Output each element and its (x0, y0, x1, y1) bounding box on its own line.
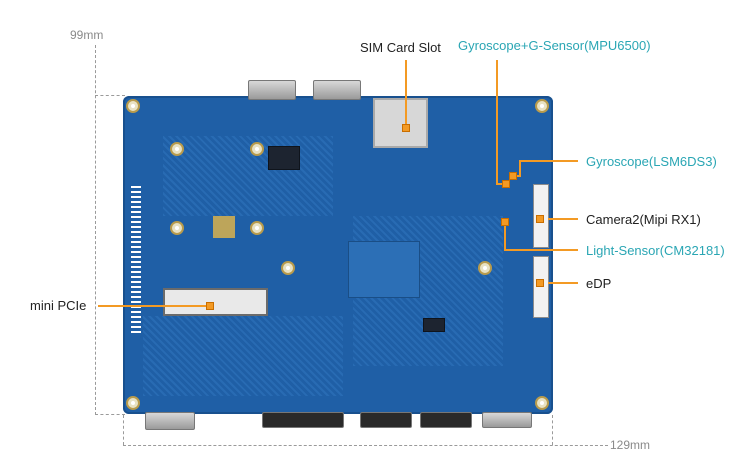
width-dimension-line (123, 445, 608, 446)
gyroscope-callout-line (513, 160, 578, 177)
gyro-gsensor-label: Gyroscope+G-Sensor(MPU6500) (458, 38, 651, 53)
mount-hole (126, 396, 140, 410)
sim-marker (402, 124, 410, 132)
mount-hole (535, 396, 549, 410)
soc-chip-area (348, 241, 420, 298)
trace-region (143, 316, 343, 396)
camera2-marker (536, 215, 544, 223)
width-dimension-left-tick (123, 415, 124, 445)
pcie-mount-hole (170, 221, 184, 235)
sim-card-slot-label: SIM Card Slot (360, 40, 441, 55)
gyroscope-marker (509, 172, 517, 180)
gyro-gsensor-callout-line (496, 60, 503, 185)
edp-connector (533, 256, 549, 318)
mount-hole (535, 99, 549, 113)
pcie-mount-hole (250, 142, 264, 156)
usb-port (248, 80, 296, 100)
sim-card-slot (373, 98, 428, 148)
light-sensor-callout-line (504, 222, 578, 251)
mini-pcie-label: mini PCIe (30, 298, 87, 313)
gpio-header (131, 186, 141, 336)
bottom-connector (262, 412, 344, 428)
height-dimension-label: 99mm (70, 28, 104, 42)
mini-pcie-marker (206, 302, 214, 310)
bottom-connector (482, 412, 532, 428)
light-sensor-marker (501, 218, 509, 226)
bottom-connector (420, 412, 472, 428)
pcie-mount-hole (250, 221, 264, 235)
chip (268, 146, 300, 170)
mini-pcie-slot (163, 288, 268, 316)
width-dimension-right-tick (552, 415, 553, 445)
height-dimension-top-tick (95, 95, 125, 96)
circuit-board (123, 96, 553, 414)
bottom-connector (360, 412, 412, 428)
gyro-gsensor-marker (502, 180, 510, 188)
height-dimension-bottom-tick (95, 414, 125, 415)
chip (423, 318, 445, 332)
gold-pad (213, 216, 235, 238)
camera2-label: Camera2(Mipi RX1) (586, 212, 701, 227)
pcie-mount-hole (170, 142, 184, 156)
width-dimension-label: 129mm (610, 438, 651, 452)
trace-region (163, 136, 333, 216)
height-dimension-line (95, 45, 96, 415)
mount-hole (126, 99, 140, 113)
gyroscope-label: Gyroscope(LSM6DS3) (586, 154, 717, 169)
light-sensor-label: Light-Sensor(CM32181) (586, 243, 725, 258)
usb-port (313, 80, 361, 100)
bottom-connector (145, 412, 195, 430)
mount-hole (478, 261, 492, 275)
edp-label: eDP (586, 276, 612, 291)
mount-hole (281, 261, 295, 275)
edp-marker (536, 279, 544, 287)
